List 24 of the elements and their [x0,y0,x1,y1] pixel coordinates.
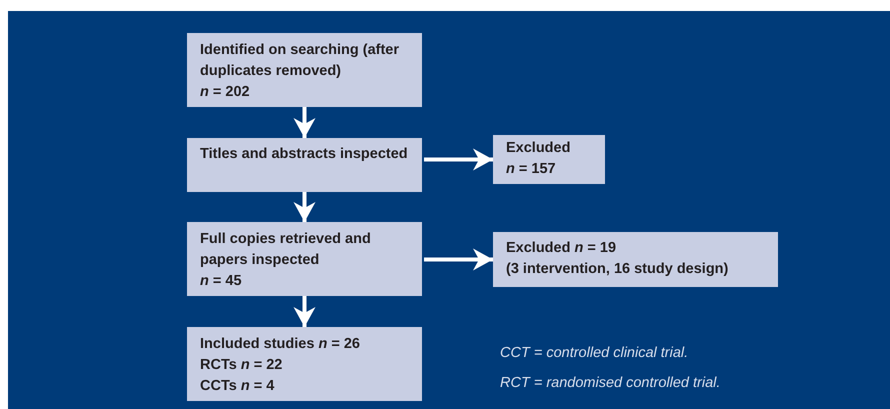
abbreviation-note: CCT = controlled clinical trial. [500,345,688,361]
process-box [187,138,422,192]
box-text: n = 45 [200,272,243,291]
box-text: CCTs n = 4 [200,377,276,396]
arrow [294,107,316,138]
arrow [424,148,493,170]
arrow [294,296,316,327]
box-text: n = 202 [200,83,251,102]
box-text: (3 intervention, 16 study design) [506,260,730,279]
process-box [493,232,778,287]
box-text: Included studies n = 26 [200,335,361,354]
box-text: Excluded n = 19 [506,239,618,258]
process-box [187,222,422,296]
box-text: Identified on searching (after duplicates removed) [200,41,400,81]
process-box [493,135,605,184]
arrow [424,248,493,270]
arrow [294,192,316,222]
box-text: RCTs n = 22 [200,356,284,375]
process-box [187,33,422,107]
box-text: Titles and abstracts inspected [200,145,409,164]
abbreviation-note: RCT = randomised controlled trial. [500,375,720,391]
process-box [187,327,422,401]
box-text: Excluded [506,139,572,158]
box-text: n = 157 [506,160,557,179]
